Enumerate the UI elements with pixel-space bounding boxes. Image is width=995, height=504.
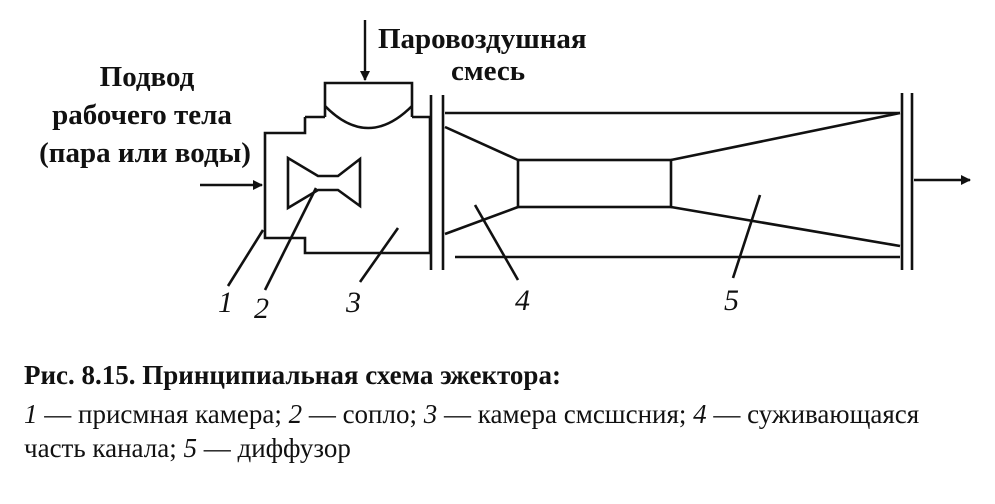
part-number-2: 2 xyxy=(254,292,269,325)
legend-num-2: 2 xyxy=(288,398,303,429)
working-fluid-label-line1: Подвод xyxy=(100,61,195,93)
legend-num-5: 5 xyxy=(183,433,197,464)
steam-air-mix-label-line1: Паровоздушная xyxy=(378,23,587,55)
converging-bottom xyxy=(444,205,519,236)
part-number-1: 1 xyxy=(218,286,233,319)
leader-2 xyxy=(263,187,318,291)
working-fluid-label-line3: (пара или воды) xyxy=(39,137,251,169)
diffuser-bottom xyxy=(670,205,901,248)
legend-num-1: 1 xyxy=(24,398,38,429)
steam-air-mix-label-line2: смесь xyxy=(451,55,525,87)
converging-top xyxy=(444,125,519,162)
legend-text-3: — камера смсшсния; xyxy=(437,398,694,429)
caption-legend: 1 — присмная камера; 2 — сопло; 3 — каме… xyxy=(24,397,984,466)
caption-title: Рис. 8.15. Принципиальная схема эжектора… xyxy=(24,360,561,390)
working-fluid-label-line2: рабочего тела xyxy=(52,99,232,131)
part-number-5: 5 xyxy=(724,284,739,317)
diffuser-top xyxy=(670,111,901,162)
suction-neck xyxy=(305,81,430,119)
legend-text-2: — сопло; xyxy=(302,398,424,429)
figure-caption: Рис. 8.15. Принципиальная схема эжектора… xyxy=(24,358,984,466)
ejector-diagram: Паровоздушная смесь Подвод рабочего тела… xyxy=(39,20,971,325)
leader-1 xyxy=(226,229,265,287)
part-number-4: 4 xyxy=(515,284,530,317)
throat xyxy=(516,158,673,209)
legend-text-4: — суживающаяся часть канала; xyxy=(24,398,920,464)
legend-num-4: 4 xyxy=(693,398,707,429)
nozzle xyxy=(286,155,362,211)
part-number-3: 3 xyxy=(345,286,361,319)
legend-text-1: — присмная камера; xyxy=(37,398,289,429)
suction-neck-curve xyxy=(324,105,413,130)
legend-num-3: 3 xyxy=(423,398,438,429)
receiving-chamber-outline xyxy=(263,117,432,255)
legend-text-5: — диффузор xyxy=(196,433,351,464)
leader-4 xyxy=(473,204,520,281)
leader-3 xyxy=(358,227,400,283)
leader-5 xyxy=(731,194,762,279)
